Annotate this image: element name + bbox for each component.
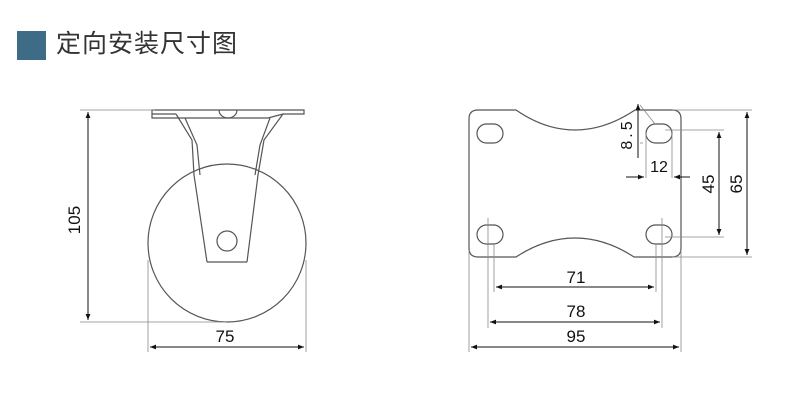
plate-dimension-lines bbox=[471, 104, 750, 350]
wheel-circle bbox=[147, 163, 307, 323]
caster-side-view bbox=[147, 109, 307, 323]
slot-hole-top-left bbox=[476, 123, 504, 144]
fork-right-leg bbox=[246, 113, 284, 263]
side-view-extension-lines bbox=[80, 109, 307, 352]
fork-inner-right bbox=[254, 117, 271, 176]
slot-edge-label: 12 bbox=[650, 159, 668, 176]
title-marker-square bbox=[17, 31, 46, 60]
plate-length-label: 65 bbox=[727, 175, 746, 194]
wheel-width-label: 75 bbox=[216, 327, 235, 346]
axle-circle bbox=[216, 230, 238, 252]
height-label: 105 bbox=[65, 206, 84, 234]
slot-hole-top-right bbox=[645, 123, 673, 144]
plate-bolt-hole bbox=[218, 109, 238, 119]
plate-width-label: 95 bbox=[567, 327, 586, 346]
slot-offset-label: 8.5 bbox=[619, 118, 636, 149]
side-view-dimension-lines bbox=[85, 112, 304, 350]
fork-left-leg bbox=[175, 113, 208, 263]
slot-hole-bottom-right bbox=[645, 224, 673, 245]
hole-spacing-long-label: 71 bbox=[567, 268, 586, 287]
top-plate-outline bbox=[468, 109, 682, 258]
page-title: 定向安装尺寸图 bbox=[56, 29, 239, 58]
fork-inner-left bbox=[184, 117, 201, 176]
slot-hole-bottom-left bbox=[476, 224, 504, 245]
plate-extension-lines bbox=[468, 104, 752, 352]
hole-spacing-short-label: 45 bbox=[699, 175, 718, 194]
outer-hole-span-label: 78 bbox=[567, 302, 586, 321]
top-plate-view bbox=[468, 109, 682, 258]
